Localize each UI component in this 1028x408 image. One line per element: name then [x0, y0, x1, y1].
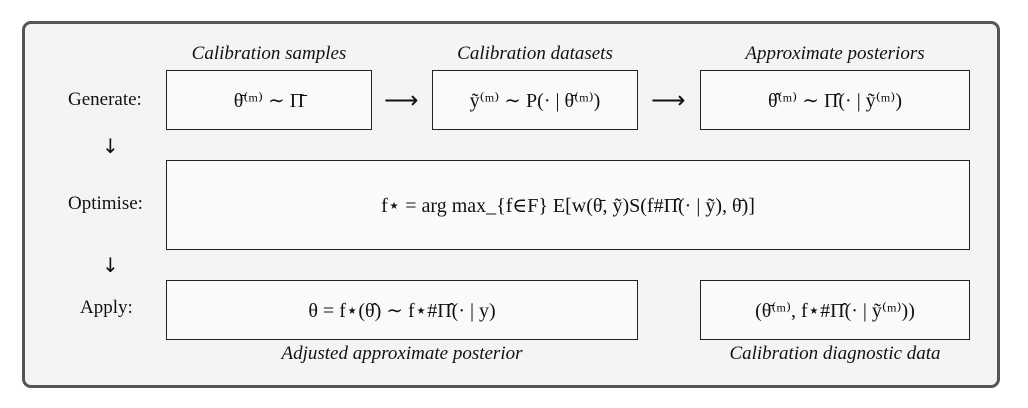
- optimise-box: f⋆ = arg max_{f∈F} E[w(θ̄, ỹ)S(f#Π̂(· | …: [166, 160, 970, 250]
- down-arrow-1: ↓: [102, 134, 119, 158]
- row-label-optimise: Optimise:: [68, 193, 143, 214]
- diagnostic-data-equation: (θ̄⁽ᵐ⁾, f⋆#Π̂(· | ỹ⁽ᵐ⁾)): [755, 299, 915, 322]
- calibration-sample-equation: θ̄⁽ᵐ⁾ ∼ Π̄: [233, 89, 305, 112]
- caption-calibration-datasets: Calibration datasets: [457, 43, 613, 64]
- diagnostic-data-box: (θ̄⁽ᵐ⁾, f⋆#Π̂(· | ỹ⁽ᵐ⁾)): [700, 280, 970, 340]
- caption-approximate-posteriors: Approximate posteriors: [745, 43, 925, 64]
- apply-box: θ = f⋆(θ̂) ∼ f⋆#Π̂(· | y): [166, 280, 638, 340]
- calibration-sample-box: θ̄⁽ᵐ⁾ ∼ Π̄: [166, 70, 372, 130]
- calibration-dataset-equation: ỹ⁽ᵐ⁾ ∼ P(· | θ̄⁽ᵐ⁾): [469, 89, 601, 112]
- right-arrow-2: ⟶: [651, 86, 686, 114]
- optimise-equation: f⋆ = arg max_{f∈F} E[w(θ̄, ỹ)S(f#Π̂(· | …: [381, 194, 755, 217]
- caption-calibration-diagnostic-data: Calibration diagnostic data: [729, 343, 941, 364]
- row-label-generate: Generate:: [68, 89, 142, 110]
- right-arrow-1: ⟶: [384, 86, 419, 114]
- row-label-apply: Apply:: [80, 297, 133, 318]
- caption-adjusted-approximate-posterior: Adjusted approximate posterior: [281, 343, 523, 364]
- calibration-dataset-box: ỹ⁽ᵐ⁾ ∼ P(· | θ̄⁽ᵐ⁾): [432, 70, 638, 130]
- approximate-posterior-equation: θ̂⁽ᵐ⁾ ∼ Π̂(· | ỹ⁽ᵐ⁾): [768, 89, 902, 112]
- apply-equation: θ = f⋆(θ̂) ∼ f⋆#Π̂(· | y): [308, 299, 496, 322]
- down-arrow-2: ↓: [102, 253, 119, 277]
- approximate-posterior-box: θ̂⁽ᵐ⁾ ∼ Π̂(· | ỹ⁽ᵐ⁾): [700, 70, 970, 130]
- caption-calibration-samples: Calibration samples: [191, 43, 347, 64]
